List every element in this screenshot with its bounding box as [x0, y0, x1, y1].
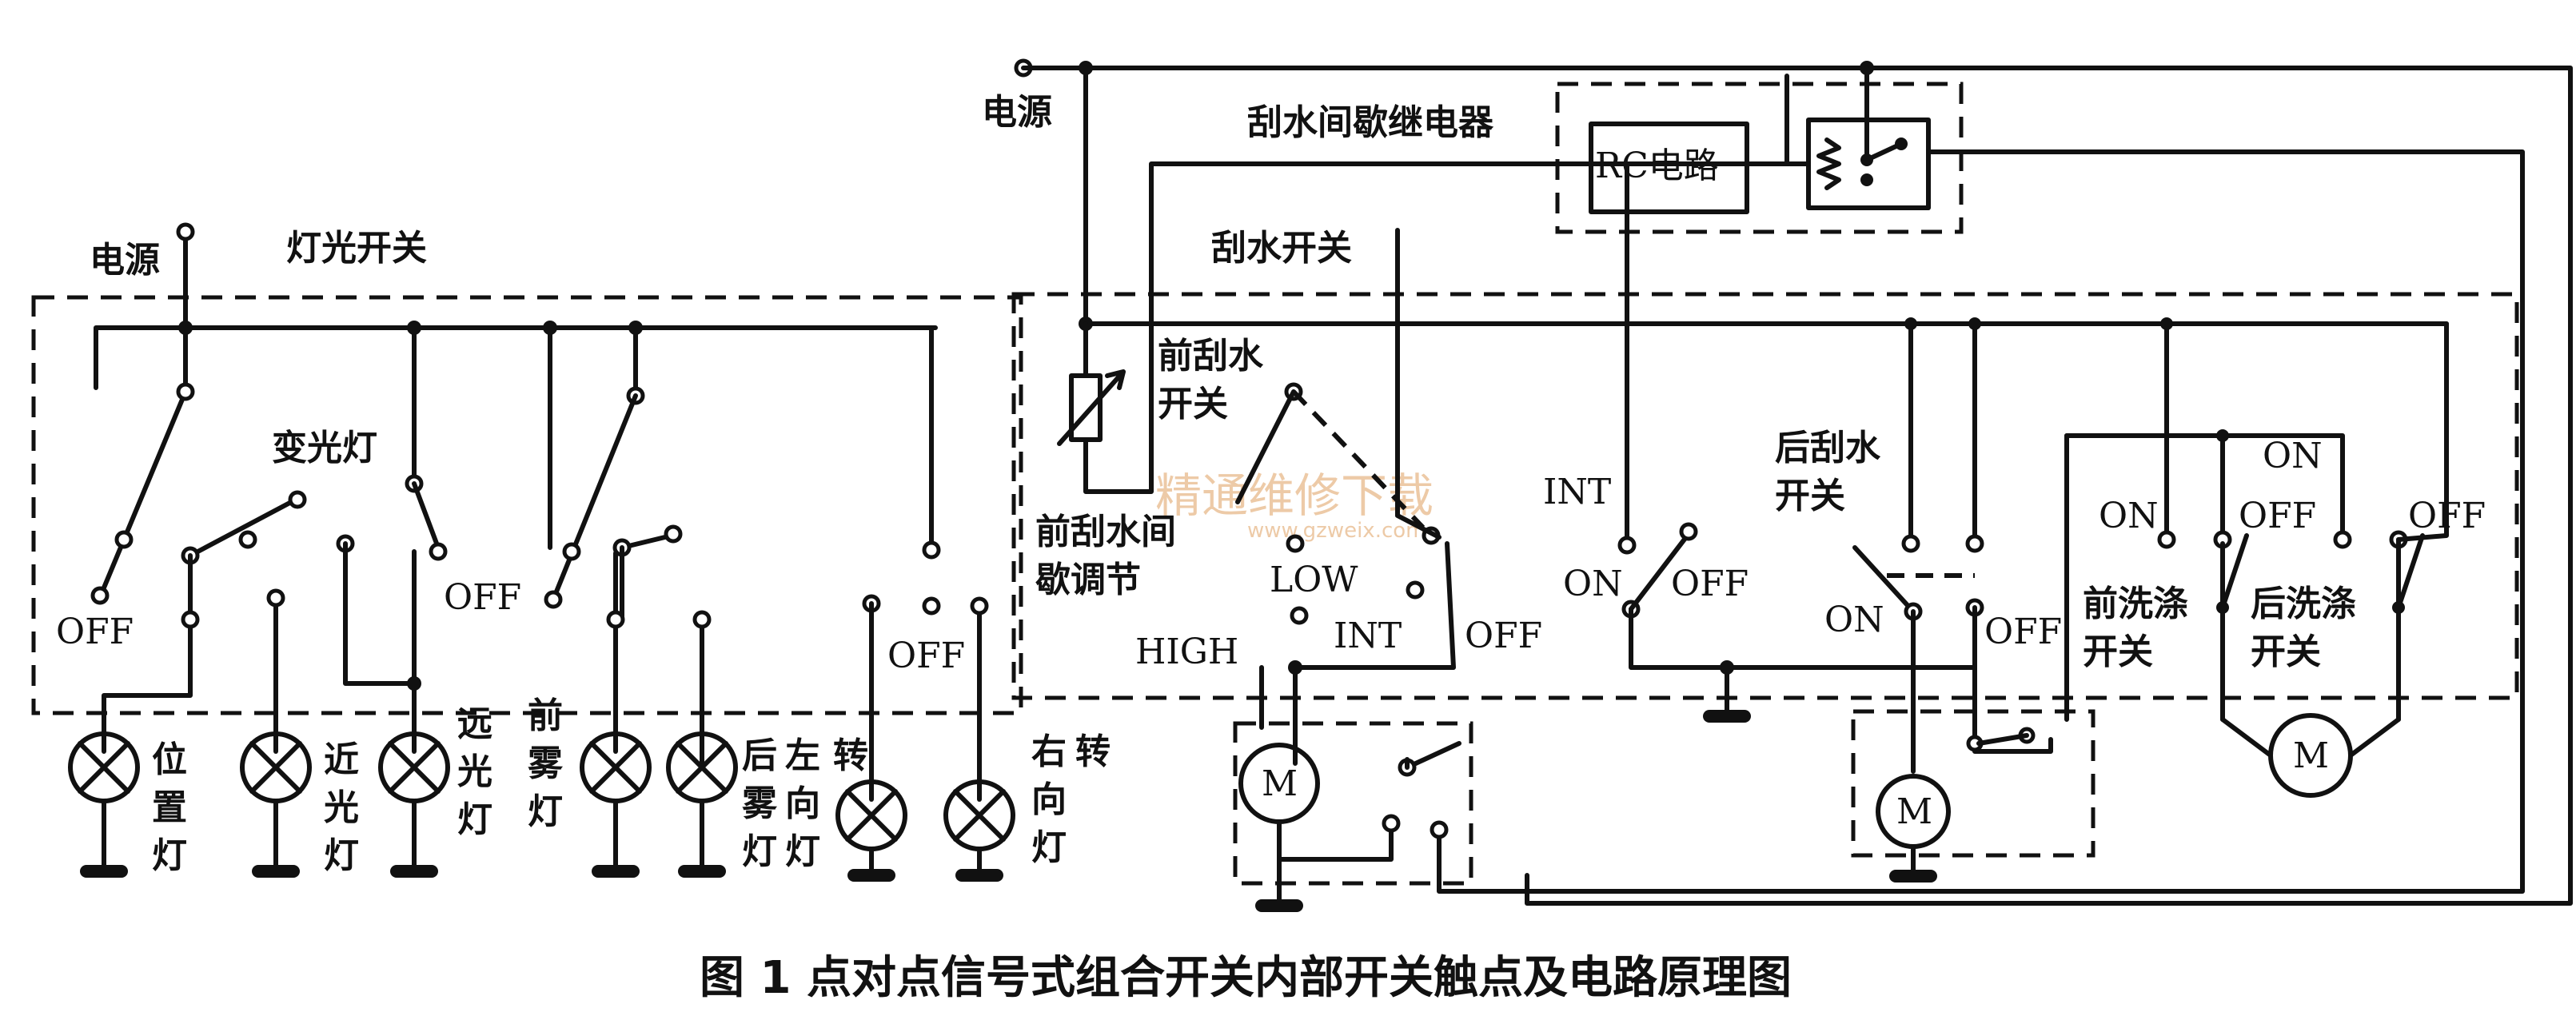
watermark-url: www.gzweix.com	[1247, 519, 1426, 543]
svg-text:转: 转	[1075, 731, 1111, 772]
rear-washer-off: OFF	[2408, 496, 2486, 536]
wiper-low-label: LOW	[1270, 560, 1358, 600]
svg-text:灯: 灯	[457, 799, 492, 840]
svg-text:灯: 灯	[528, 791, 563, 832]
svg-text:雾: 雾	[528, 743, 564, 784]
wiper-power-label: 电源	[982, 92, 1052, 133]
lamp-rear-fog	[666, 731, 738, 878]
svg-text:M: M	[2293, 735, 2329, 776]
relay-title: 刮水间歇继电器	[1247, 102, 1494, 143]
watermark-text: 精通维修下载	[1155, 468, 1434, 523]
light-switch-title: 灯光开关	[286, 228, 427, 269]
off-label-3: OFF	[887, 635, 965, 676]
wiper-high-label: HIGH	[1135, 632, 1238, 672]
svg-text:开关: 开关	[2251, 632, 2321, 672]
light-switch-box	[31, 295, 1023, 715]
power-bus-top	[1021, 66, 2573, 906]
position-switch-blade	[100, 389, 188, 594]
watermark: 精通维修下载 www.gzweix.com	[1155, 468, 1434, 543]
off-label-1: OFF	[56, 612, 134, 652]
wiper-section: 电源 刮水间歇继电器 RC电路 刮水开关 前刮水 开关 前刮水间 歇调节	[982, 58, 2573, 912]
svg-text:灯: 灯	[324, 835, 359, 876]
svg-text:开关: 开关	[2083, 632, 2153, 672]
rear-motor-box	[1851, 709, 2095, 858]
svg-text:转: 转	[833, 735, 868, 776]
svg-text:向: 向	[1031, 779, 1067, 820]
front-washer-on: ON	[2099, 496, 2159, 536]
front-washer-off: OFF	[2239, 496, 2316, 536]
svg-text:M: M	[1896, 791, 1932, 832]
svg-text:歇调节: 歇调节	[1035, 560, 1141, 600]
svg-text:前刮水: 前刮水	[1158, 336, 1264, 377]
svg-text:前洗涤: 前洗涤	[2083, 584, 2188, 624]
svg-text:后刮水: 后刮水	[1775, 428, 1881, 468]
svg-text:灯: 灯	[1031, 827, 1067, 868]
lamp-front-fog	[580, 731, 652, 878]
svg-text:后洗涤: 后洗涤	[2251, 584, 2356, 624]
power-terminal	[176, 222, 195, 241]
dimmer-label: 变光灯	[272, 428, 377, 468]
wiper-off-label: OFF	[1465, 616, 1542, 656]
svg-text:右: 右	[1031, 731, 1067, 772]
svg-text:开关: 开关	[1775, 476, 1845, 516]
off-label-2: OFF	[444, 577, 521, 618]
interval-potentiometer	[1069, 373, 1103, 442]
lamp-label-position-1: 位	[152, 739, 187, 780]
svg-text:置: 置	[152, 787, 187, 828]
light-power-label: 电源	[90, 240, 160, 281]
rear-washer-on: ON	[2263, 436, 2323, 476]
svg-text:前: 前	[528, 695, 563, 736]
svg-text:灯: 灯	[785, 831, 820, 872]
rc-circuit-box	[1589, 122, 1749, 214]
lamp-left-turn	[835, 779, 907, 882]
svg-text:远: 远	[457, 703, 492, 744]
svg-text:M: M	[1262, 763, 1298, 804]
lamp-high-beam	[378, 731, 450, 878]
wiper-switch-box	[1011, 292, 2519, 700]
int-switch-off: OFF	[1671, 564, 1749, 604]
front-motor-box	[1233, 721, 1473, 886]
int-switch-on: ON	[1563, 564, 1623, 604]
svg-text:灯: 灯	[742, 831, 777, 872]
svg-text:向: 向	[785, 783, 820, 824]
svg-text:前刮水间: 前刮水间	[1035, 512, 1176, 552]
svg-text:雾: 雾	[742, 783, 778, 824]
washer-motor	[2268, 713, 2353, 798]
lamp-position	[68, 731, 140, 878]
light-bus	[94, 229, 938, 390]
wiper-int-label: INT	[1334, 616, 1402, 656]
svg-text:后: 后	[742, 735, 777, 776]
fog-switch-blade	[551, 393, 638, 602]
light-switch-section: 电源 灯光开关 OFF 变光灯 OFF	[31, 222, 1111, 882]
intermittent-relay-box	[1555, 82, 1964, 234]
figure-caption: 图 1 点对点信号式组合开关内部开关触点及电路原理图	[700, 952, 1792, 1004]
svg-text:开关: 开关	[1158, 384, 1228, 424]
svg-text:光: 光	[457, 751, 492, 792]
svg-text:近: 近	[324, 739, 359, 780]
svg-text:灯: 灯	[152, 835, 187, 876]
rear-wiper-on: ON	[1824, 600, 1884, 640]
lamp-low-beam	[240, 731, 312, 878]
svg-text:左: 左	[785, 735, 820, 776]
int-switch-int: INT	[1543, 472, 1611, 512]
rear-wiper-off: OFF	[1984, 612, 2062, 652]
dimmer-switch-blade	[188, 497, 298, 558]
svg-text:光: 光	[324, 787, 359, 828]
wiper-switch-title: 刮水开关	[1211, 228, 1352, 269]
lamp-right-turn	[943, 779, 1015, 882]
